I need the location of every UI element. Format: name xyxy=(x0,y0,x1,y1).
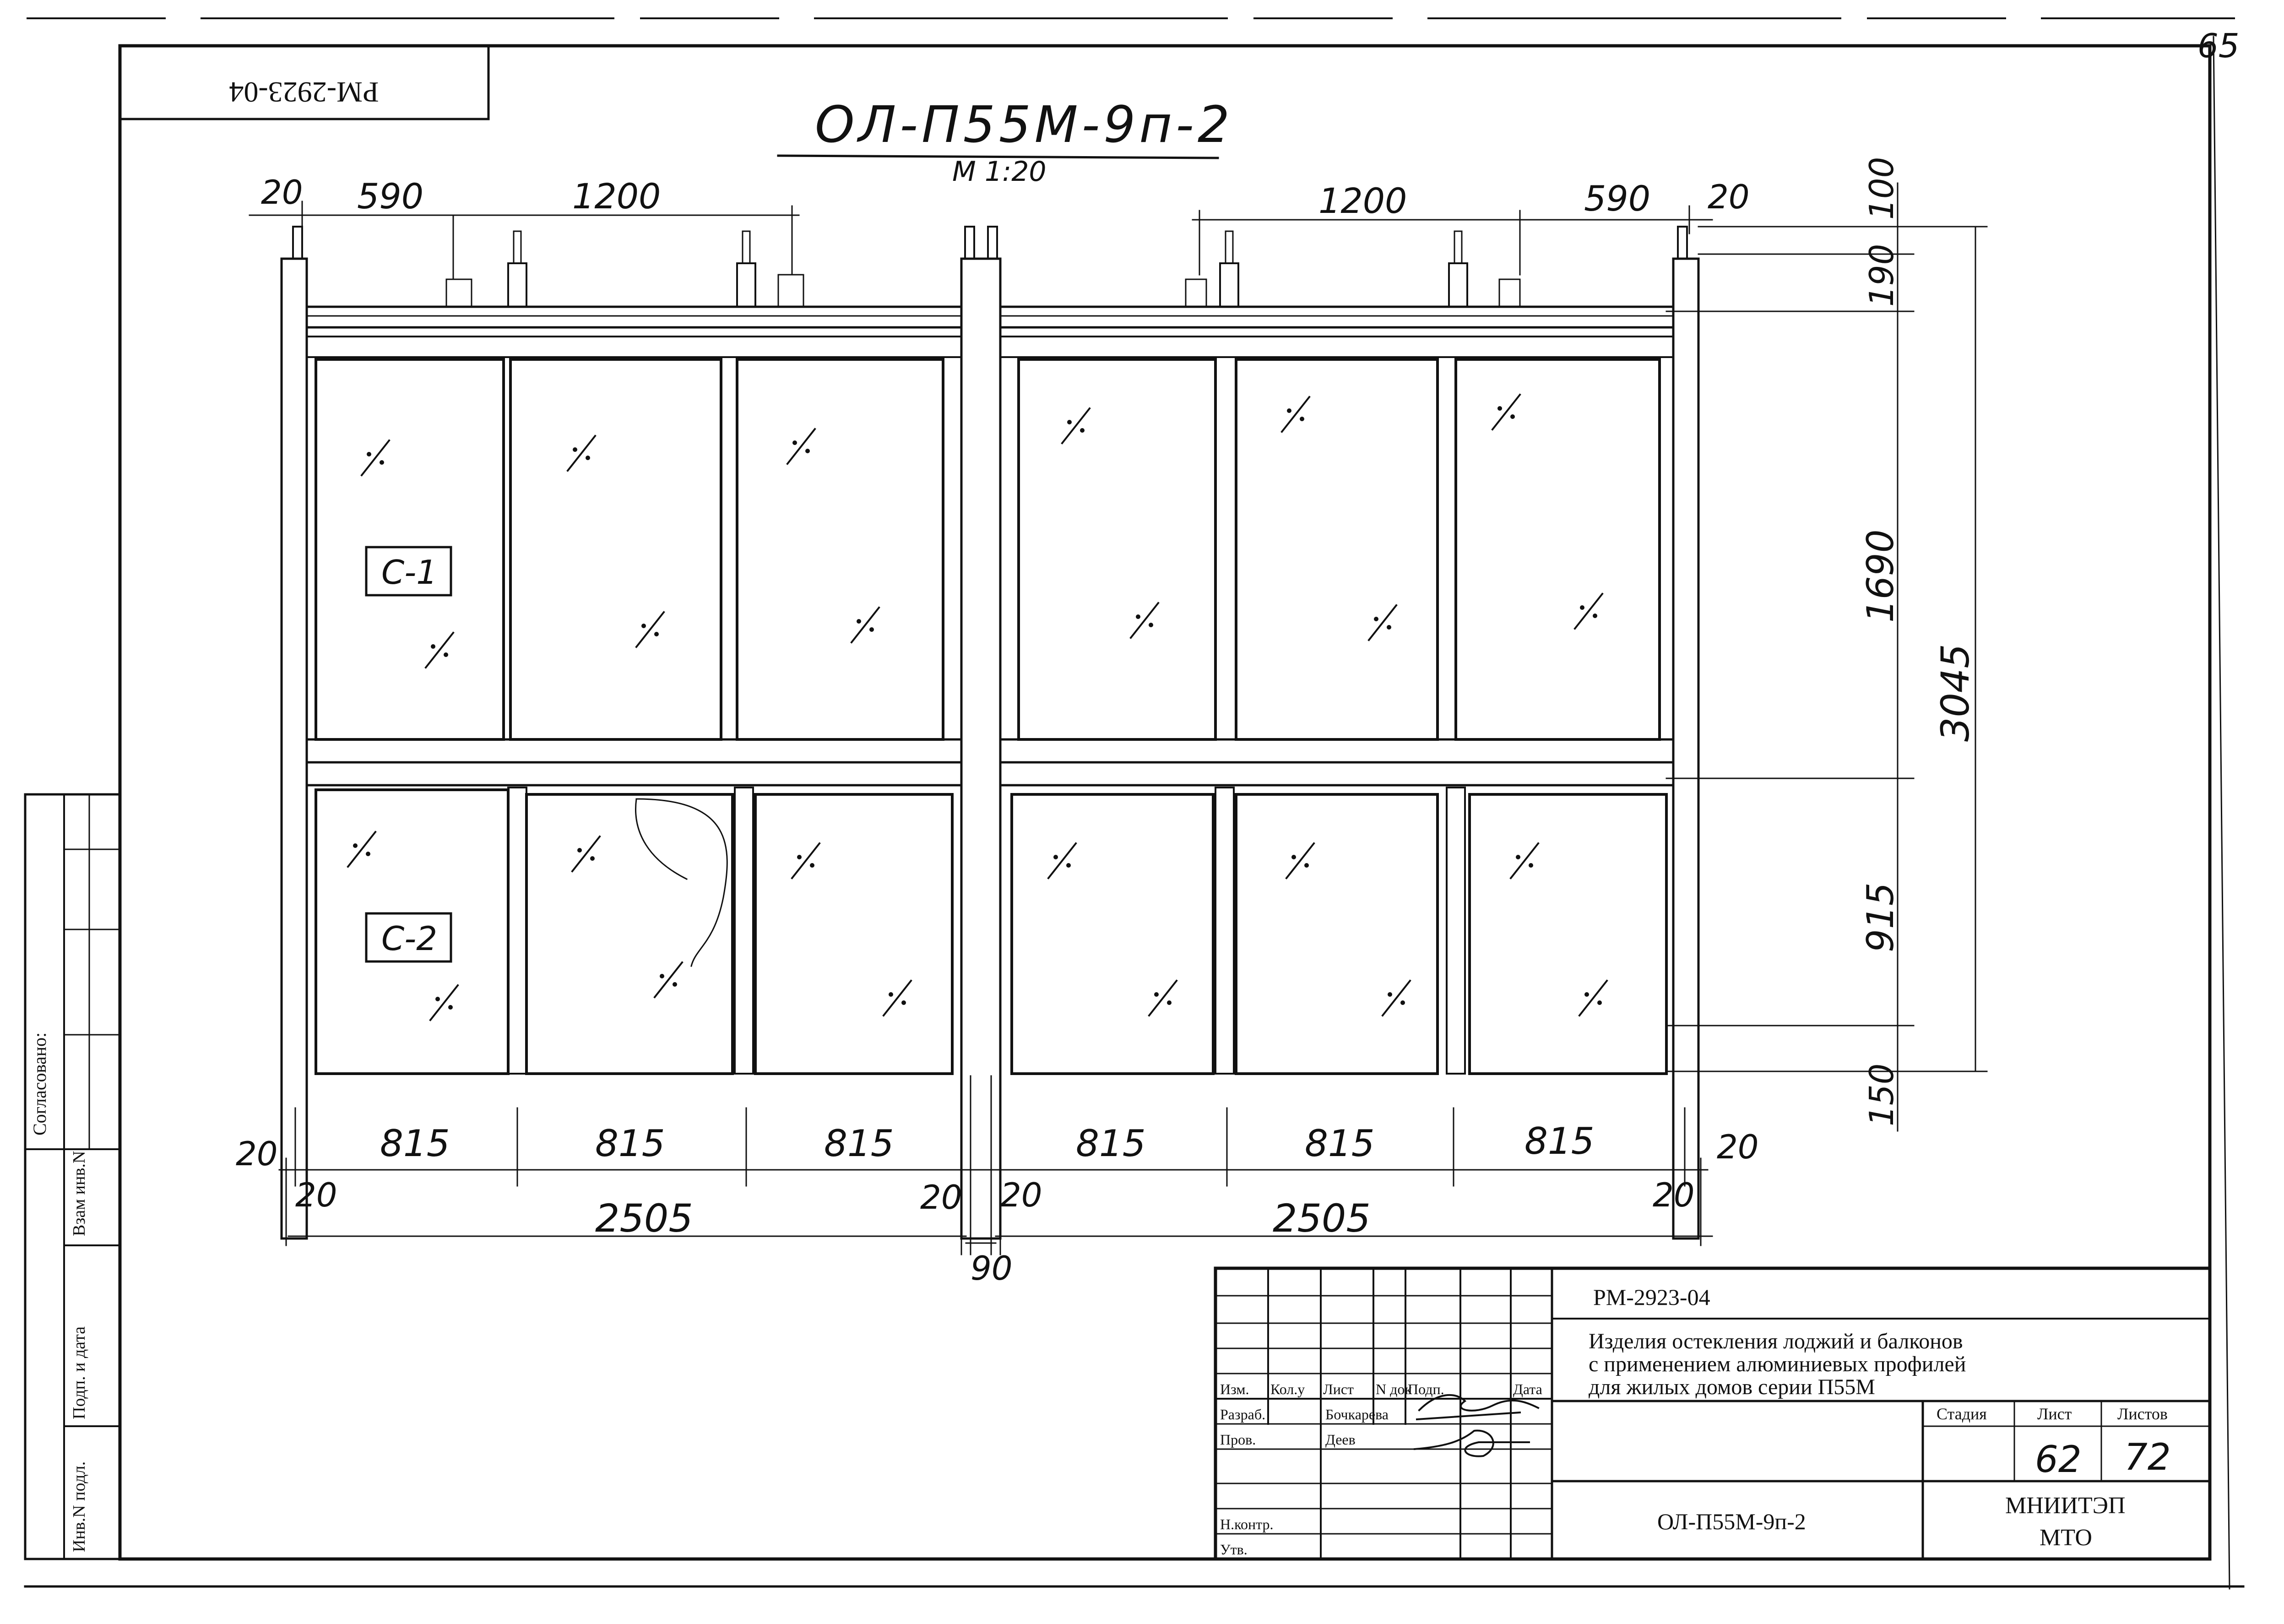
tb-org-2: МТО xyxy=(2040,1525,2092,1551)
dim-bottom-edge-2: 20 xyxy=(295,1176,337,1214)
side-row-1: Взам инв.N xyxy=(70,1151,89,1236)
right-dimensions: 100 190 1690 915 150 3045 xyxy=(1666,157,1988,1132)
glass-mark xyxy=(1280,396,1311,433)
glass-mark xyxy=(1491,393,1521,431)
tb-stage-header: Стадия xyxy=(1937,1405,1987,1423)
glass-mark xyxy=(635,611,665,648)
glass-mark xyxy=(850,606,880,644)
tb-sheets: 72 xyxy=(2124,1436,2171,1478)
glass-mark xyxy=(360,439,391,477)
tb-desc-1: Изделия остекления лоджий и балконов xyxy=(1589,1329,1963,1353)
stamp-code: РМ-2923-04 xyxy=(229,76,379,109)
dim-right-915: 915 xyxy=(1859,882,1902,952)
agreed-label: Согласовано: xyxy=(29,1032,50,1135)
dim-bottom-gap: 90 xyxy=(971,1249,1013,1287)
mark-c1-text: С-1 xyxy=(381,553,437,592)
dim-bottom-cell-2: 815 xyxy=(595,1122,665,1165)
glass-mark xyxy=(424,631,455,669)
dim-bottom-edge-1: 20 xyxy=(236,1135,278,1173)
dim-top-left-1200: 1200 xyxy=(572,176,661,217)
tb-name-prov: Деев xyxy=(1325,1431,1356,1448)
glass-mark xyxy=(347,831,377,868)
tb-role-prov: Пров. xyxy=(1220,1431,1256,1448)
tb-header-list: Лист xyxy=(1323,1381,1354,1397)
tb-name-razrab: Бочкарева xyxy=(1325,1406,1389,1423)
dim-right-190: 190 xyxy=(1862,244,1901,307)
glass-mark xyxy=(429,984,459,1021)
glass-mark xyxy=(1573,592,1604,630)
side-row-3: Инв.N подл. xyxy=(70,1461,89,1552)
glass-mark xyxy=(566,435,597,472)
tb-org-1: МНИИТЭП xyxy=(2005,1493,2126,1519)
dim-bottom-edge-5: 20 xyxy=(1653,1176,1695,1214)
tb-header-data: Дата xyxy=(1513,1381,1542,1397)
dim-top-right-1200: 1200 xyxy=(1318,180,1407,221)
dim-bottom-cell-1: 815 xyxy=(380,1122,450,1165)
glass-mark xyxy=(1367,604,1398,641)
dim-top-right-20: 20 xyxy=(1708,178,1750,216)
dim-right-total: 3045 xyxy=(1933,644,1978,742)
page-number: 65 xyxy=(2197,27,2240,65)
dim-top-right-590: 590 xyxy=(1584,178,1650,219)
side-table: Согласовано: Взам инв.N Подп. и дата Инв… xyxy=(24,793,121,1560)
dim-bottom-cell-4: 815 xyxy=(1076,1122,1146,1165)
drawing-title: ОЛ-П55М-9п-2 М 1:20 xyxy=(777,95,1233,188)
glass-mark xyxy=(1285,842,1315,880)
dim-right-150: 150 xyxy=(1862,1064,1901,1126)
dim-bottom-cell-6: 815 xyxy=(1524,1120,1595,1162)
dim-bottom-edge-4: 20 xyxy=(1000,1176,1042,1214)
dim-top-left-590: 590 xyxy=(357,176,423,217)
glass-mark xyxy=(786,428,816,465)
drawing-title-text: ОЛ-П55М-9п-2 xyxy=(815,95,1233,154)
dim-right-100: 100 xyxy=(1862,157,1901,220)
stamp-box: РМ-2923-04 xyxy=(119,44,490,120)
glass-mark xyxy=(1047,842,1077,880)
drawing-scale: М 1:20 xyxy=(952,156,1047,188)
dim-bottom-total-right: 2505 xyxy=(1273,1196,1371,1241)
dim-bottom-total-left: 2505 xyxy=(595,1196,693,1241)
dim-bottom-edge-3: 20 xyxy=(920,1178,962,1217)
dim-bottom-cell-3: 815 xyxy=(824,1122,894,1165)
glass-mark xyxy=(1061,407,1091,445)
dim-right-1690: 1690 xyxy=(1859,529,1902,623)
window-structure xyxy=(280,226,1700,1240)
signature-razrab xyxy=(1416,1394,1540,1421)
glass-mark xyxy=(1381,979,1411,1017)
dim-bottom-edge-6: 20 xyxy=(1717,1128,1759,1166)
title-block: РМ-2923-04 Изделия остекления лоджий и б… xyxy=(1214,1266,2212,1561)
glass-mark xyxy=(1578,979,1608,1017)
glass-mark xyxy=(791,842,821,880)
mark-c2: С-2 xyxy=(365,912,452,963)
mark-c2-text: С-2 xyxy=(381,919,437,958)
signature-prov xyxy=(1413,1429,1530,1457)
tb-role-razrab: Разраб. xyxy=(1220,1406,1265,1423)
glass-mark xyxy=(1148,979,1178,1017)
dim-top-left-20: 20 xyxy=(261,173,303,212)
glass-mark xyxy=(1509,842,1540,880)
top-dimensions: 20 590 1200 1200 590 20 xyxy=(249,173,1750,280)
tb-header-ndok: N док xyxy=(1376,1381,1412,1397)
tb-desc-2: с применением алюминиевых профилей xyxy=(1589,1352,1966,1376)
tb-drawing-name: ОЛ-П55М-9п-2 xyxy=(1657,1509,1806,1534)
glass-marks xyxy=(347,393,1608,1021)
tb-desc-3: для жилых домов серии П55М xyxy=(1589,1375,1875,1399)
tb-header-kolu: Кол.у xyxy=(1270,1381,1305,1397)
tb-role-nkontr: Н.контр. xyxy=(1220,1516,1274,1532)
dim-bottom-cell-5: 815 xyxy=(1305,1122,1375,1165)
tb-header-izm: Изм. xyxy=(1220,1381,1249,1397)
tb-header-podp: Подп. xyxy=(1408,1381,1444,1397)
glass-mark xyxy=(571,835,601,873)
tb-sheet: 62 xyxy=(2035,1438,2082,1481)
glass-mark xyxy=(1129,602,1160,639)
glass-mark xyxy=(882,979,912,1017)
bottom-dimensions: 815 815 815 815 815 815 20 20 20 20 20 2… xyxy=(236,1075,1759,1287)
tb-code: РМ-2923-04 xyxy=(1593,1284,1710,1310)
side-row-2: Подп. и дата xyxy=(70,1326,89,1419)
tb-sheet-header: Лист xyxy=(2037,1405,2072,1423)
tb-sheets-header: Листов xyxy=(2117,1405,2168,1423)
glass-mark xyxy=(653,961,684,999)
tb-role-utv: Утв. xyxy=(1220,1541,1248,1558)
mark-c1: С-1 xyxy=(365,546,452,597)
